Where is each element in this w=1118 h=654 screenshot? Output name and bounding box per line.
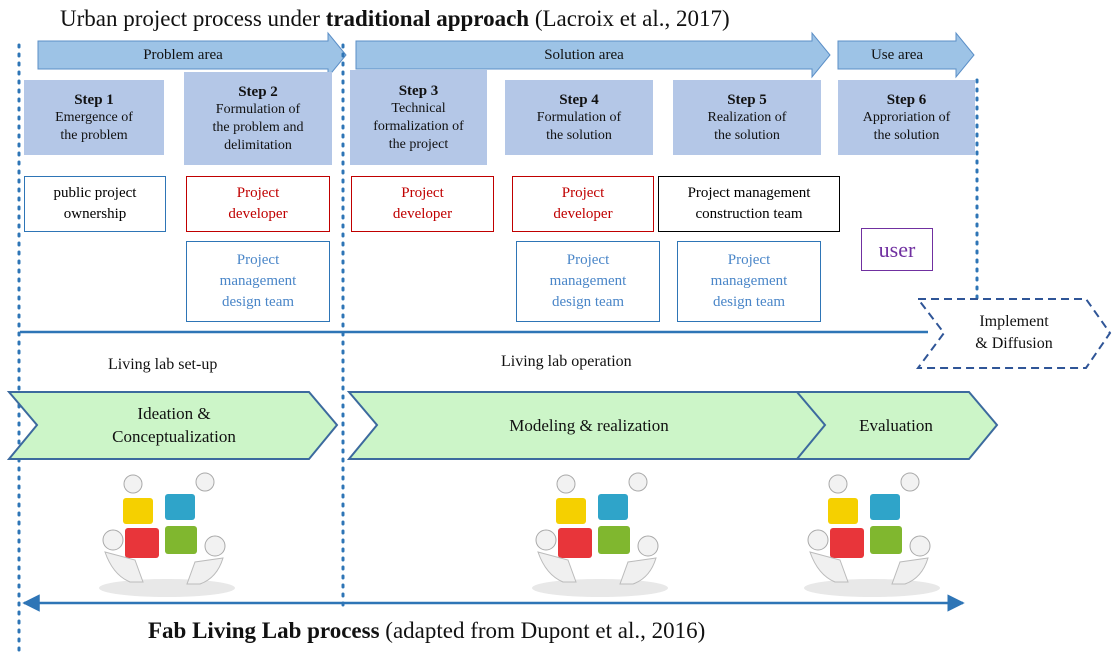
living-lab-setup-label: Living lab set-up bbox=[108, 356, 218, 373]
implement-diffusion-label: Implement & Diffusion bbox=[944, 305, 1084, 361]
top-title-prefix: Urban project process under bbox=[60, 6, 326, 31]
design-team-box-step5: Project management design team bbox=[677, 241, 821, 322]
developer-box-step3: Project developer bbox=[351, 176, 494, 232]
actor-line: public project bbox=[53, 185, 137, 201]
step-title: Step 3 bbox=[398, 82, 439, 99]
top-title-bold: traditional approach bbox=[325, 6, 530, 31]
step-title: Step 5 bbox=[727, 91, 767, 108]
step-5-box: Step 5 Realization of the solution bbox=[673, 80, 821, 155]
step-line: Approriation of bbox=[862, 109, 951, 125]
actor-line: ownership bbox=[63, 206, 127, 222]
actor-line: Project bbox=[401, 185, 444, 201]
implement-line: Implement bbox=[979, 313, 1049, 330]
ideation-label: Ideation & Conceptualization bbox=[40, 395, 308, 455]
solution-area-label: Solution area bbox=[544, 47, 624, 63]
ideation-line: Conceptualization bbox=[112, 427, 236, 446]
step-6-box: Step 6 Approriation of the solution bbox=[838, 80, 975, 155]
actor-line: Project bbox=[566, 252, 610, 268]
step-line: Emergence of bbox=[55, 109, 133, 125]
step-line: Realization of bbox=[707, 109, 787, 125]
top-title: Urban project process under traditional … bbox=[60, 6, 730, 32]
developer-box-step2: Project developer bbox=[186, 176, 330, 232]
step-line: the solution bbox=[546, 127, 612, 143]
actor-line: Project management bbox=[687, 185, 811, 201]
construction-team-box: Project management construction team bbox=[658, 176, 840, 232]
top-title-suffix: (Lacroix et al., 2017) bbox=[529, 6, 730, 31]
step-title: Step 2 bbox=[238, 83, 278, 100]
puzzle-team-icon bbox=[99, 472, 235, 597]
step-title: Step 6 bbox=[886, 91, 927, 108]
actor-line: construction team bbox=[695, 206, 803, 222]
step-line: the solution bbox=[873, 127, 940, 143]
solution-area-arrow bbox=[355, 31, 831, 79]
step-line: formalization of bbox=[373, 118, 464, 134]
actor-line: Project bbox=[236, 252, 280, 268]
step-line: Formulation of bbox=[536, 109, 622, 125]
puzzle-team-icon bbox=[532, 472, 668, 597]
bottom-title-suffix: (adapted from Dupont et al., 2016) bbox=[379, 618, 706, 643]
puzzle-team-icon bbox=[804, 472, 940, 597]
developer-box-step4: Project developer bbox=[512, 176, 654, 232]
problem-area-label: Problem area bbox=[143, 47, 223, 63]
step-4-box: Step 4 Formulation of the solution bbox=[505, 80, 653, 155]
bottom-title: Fab Living Lab process (adapted from Dup… bbox=[148, 618, 705, 644]
actor-line: design team bbox=[221, 294, 295, 310]
modeling-label: Modeling & realization bbox=[509, 415, 669, 435]
actor-line: developer bbox=[392, 206, 453, 222]
actor-line: Project bbox=[727, 252, 771, 268]
use-area-arrow bbox=[837, 31, 975, 79]
step-2-box: Step 2 Formulation of the problem and de… bbox=[184, 72, 332, 165]
step-title: Step 4 bbox=[559, 91, 599, 108]
step-3-box: Step 3 Technical formalization of the pr… bbox=[350, 70, 487, 165]
public-ownership-box: public project ownership bbox=[24, 176, 166, 232]
step-line: Formulation of bbox=[215, 101, 301, 117]
actor-line: design team bbox=[712, 294, 786, 310]
use-area-label: Use area bbox=[870, 47, 924, 63]
step-line: the solution bbox=[714, 127, 780, 143]
actor-line: Project bbox=[236, 185, 280, 201]
actor-line: management bbox=[710, 273, 788, 289]
evaluation-chevron bbox=[794, 391, 999, 460]
design-team-box-step4: Project management design team bbox=[516, 241, 660, 322]
step-1-box: Step 1 Emergence of the problem bbox=[24, 80, 164, 155]
design-team-box-step2: Project management design team bbox=[186, 241, 330, 322]
step-line: delimitation bbox=[224, 137, 292, 153]
bottom-title-bold: Fab Living Lab process bbox=[148, 618, 380, 643]
actor-line: design team bbox=[551, 294, 625, 310]
actor-line: developer bbox=[228, 206, 288, 222]
actor-line: management bbox=[549, 273, 627, 289]
evaluation-label: Evaluation bbox=[859, 415, 933, 435]
step-line: the problem bbox=[60, 127, 128, 143]
step-line: Technical bbox=[391, 100, 446, 116]
step-title: Step 1 bbox=[74, 91, 114, 108]
step-line: the project bbox=[388, 136, 449, 152]
actor-line: Project bbox=[561, 185, 605, 201]
implement-chevron bbox=[915, 298, 1112, 369]
actor-line: developer bbox=[553, 206, 613, 222]
living-lab-operation-label: Living lab operation bbox=[501, 353, 632, 370]
actor-line: management bbox=[219, 273, 297, 289]
ideation-line: Ideation & bbox=[137, 404, 211, 423]
user-box: user bbox=[861, 228, 933, 271]
ideation-chevron bbox=[6, 391, 339, 460]
problem-area-arrow bbox=[37, 31, 347, 79]
implement-line: & Diffusion bbox=[975, 335, 1053, 352]
step-line: the problem and bbox=[212, 119, 304, 135]
